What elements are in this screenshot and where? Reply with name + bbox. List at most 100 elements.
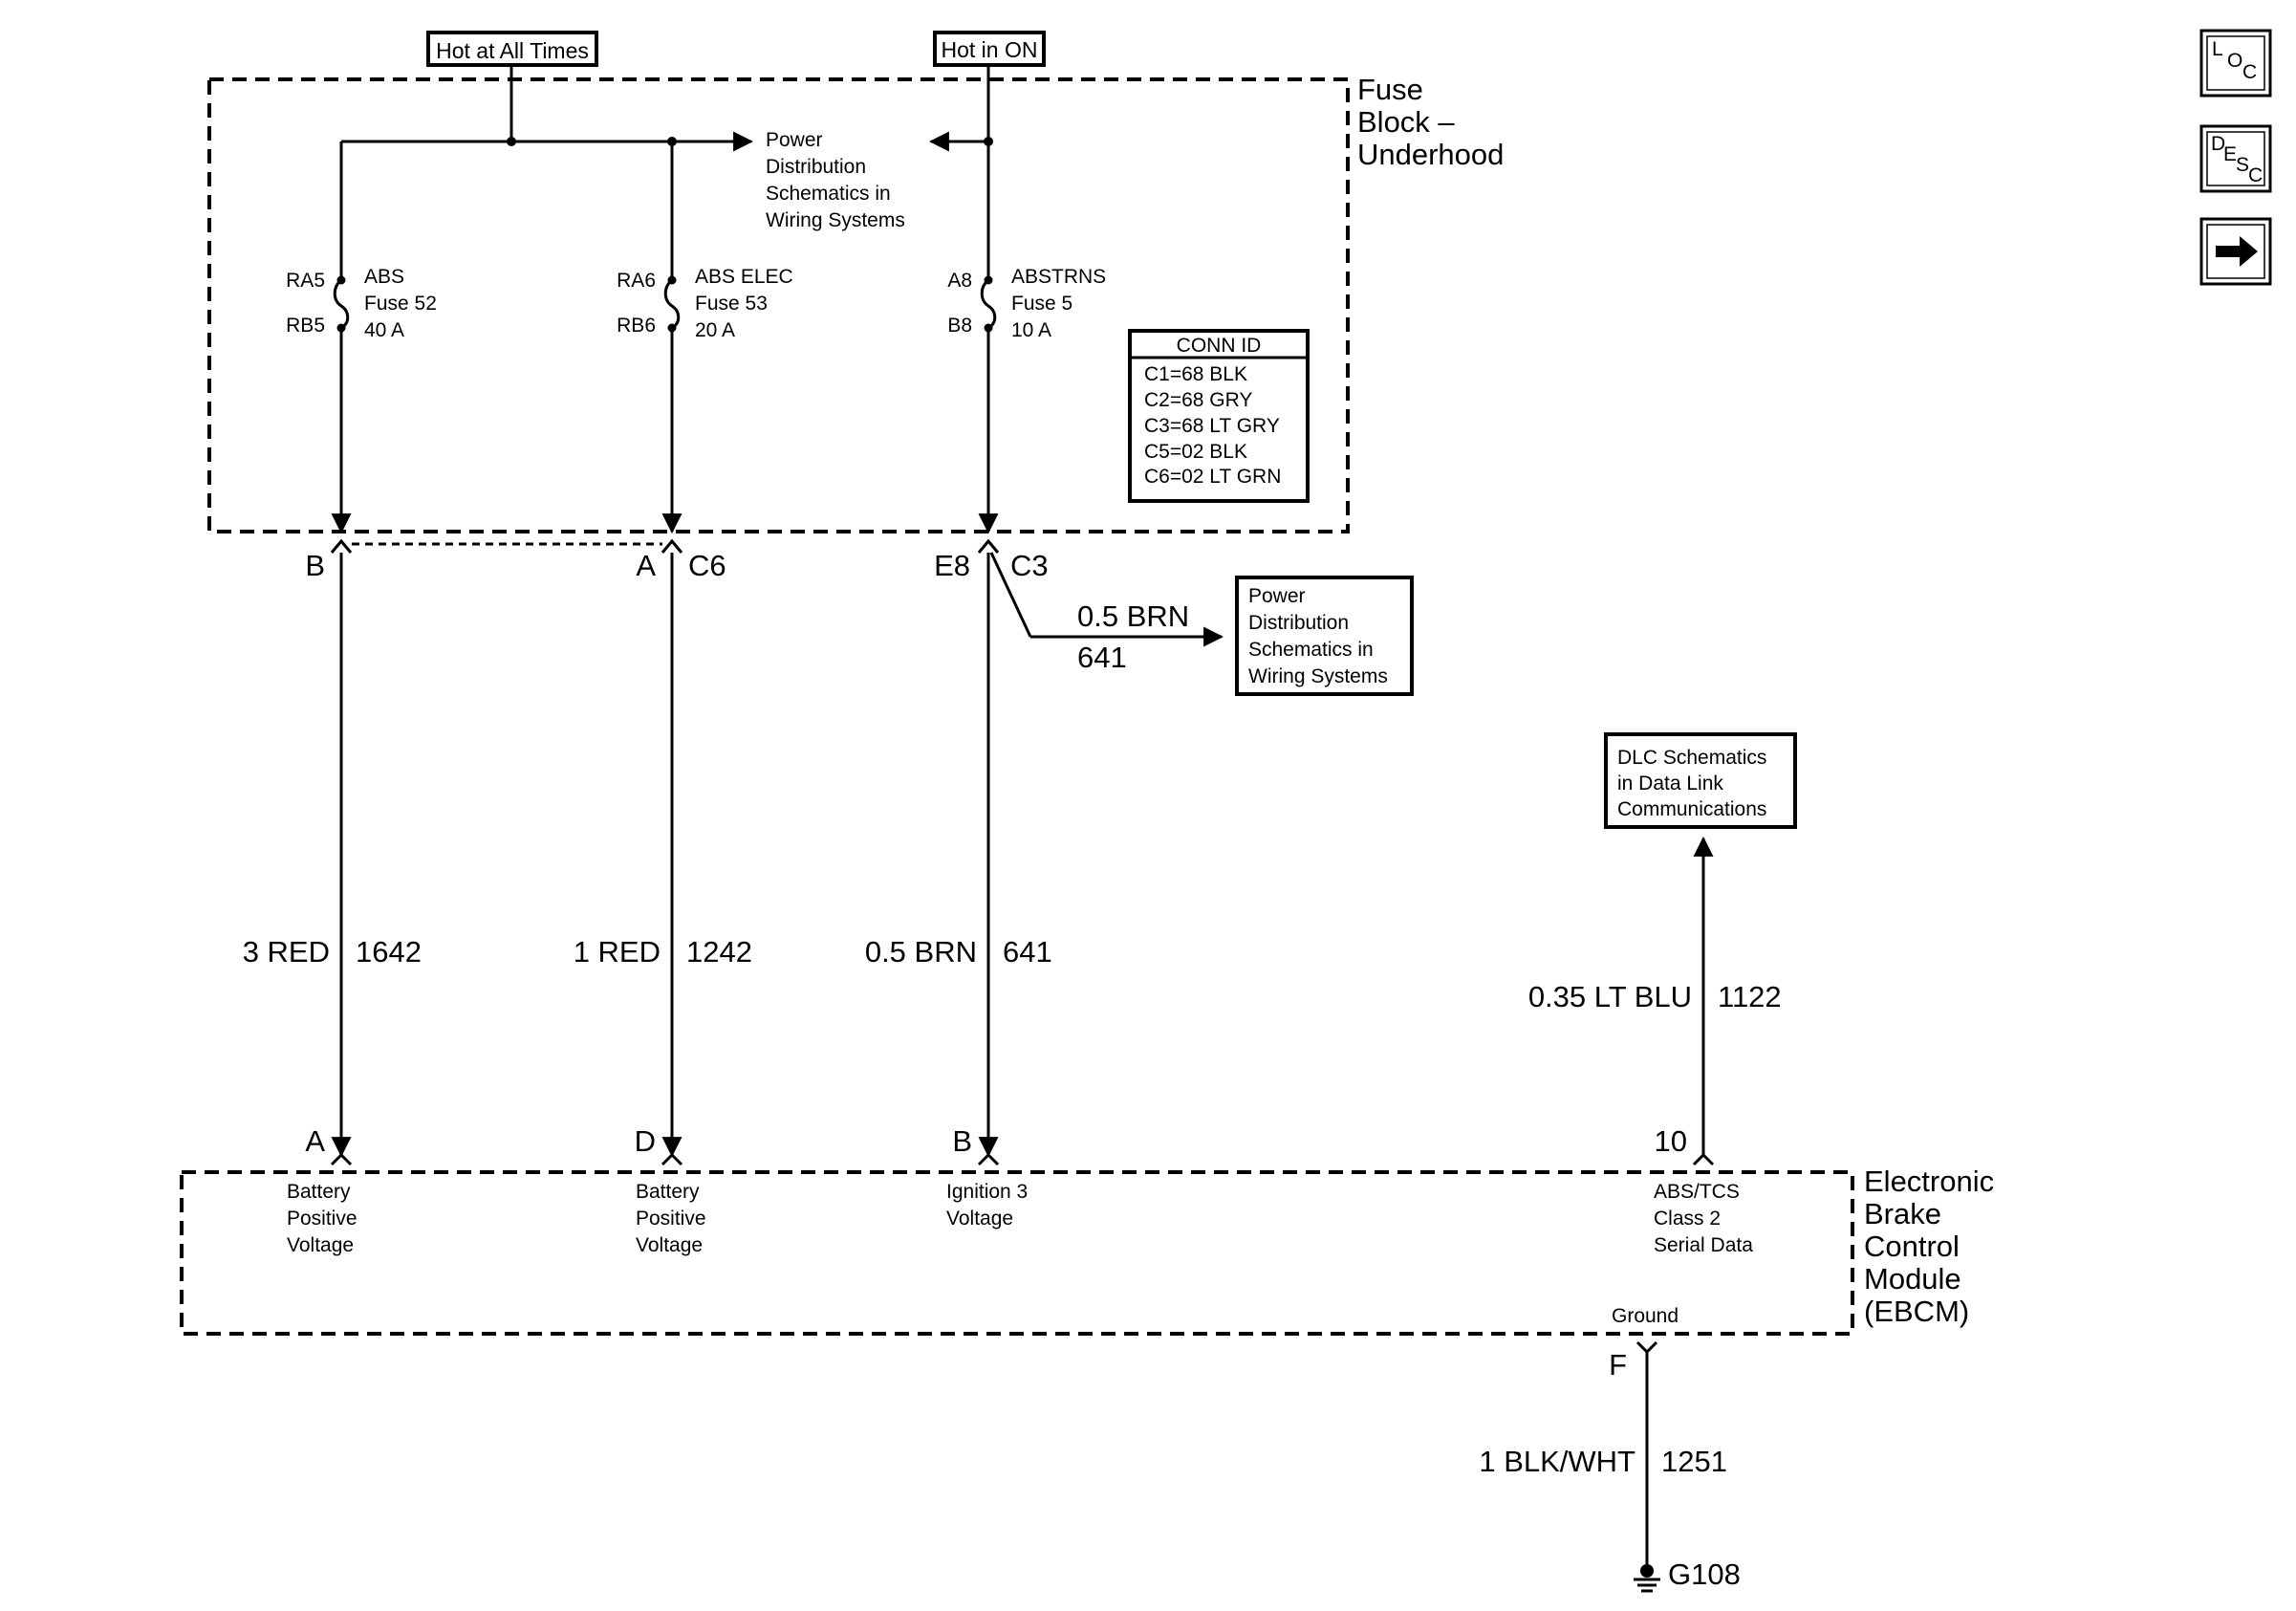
connector-symbol [330, 538, 353, 554]
harness-wires: 3 RED 1642 1 RED 1242 0.5 BRN 641 0.35 L… [243, 553, 1782, 1158]
desc-letter: E [2223, 143, 2237, 165]
power-dist-line-1: Power [766, 129, 823, 151]
branch-power-distribution: 0.5 BRN 641 Power Distribution Schematic… [989, 552, 1414, 696]
fuse-name: ABS ELEC [695, 266, 793, 288]
ground-point-label: G108 [1668, 1557, 1741, 1591]
fuse-output-terminal: B8 [947, 315, 972, 337]
ebcm-pin-desc: Voltage [287, 1234, 354, 1256]
fuse-rating: 20 A [695, 319, 735, 341]
ebcm-title-line: Control [1864, 1230, 1960, 1263]
fuse-name: ABSTRNS [1011, 266, 1106, 288]
connector-symbol [330, 1152, 353, 1166]
dlc-line: Communications [1617, 798, 1766, 820]
fuse-input-terminal: RA6 [617, 270, 656, 292]
fuse-53: RA6 RB6 ABS ELEC Fuse 53 20 A [617, 142, 793, 534]
fuse-block-title-line-2: Block – [1357, 105, 1455, 139]
ground-icon [1634, 1564, 1660, 1593]
ebcm-pin-label: A [305, 1124, 325, 1158]
desc-letter: S [2236, 154, 2249, 176]
wire-color-label: 1 RED [574, 935, 661, 969]
wire-circuit-label: 1251 [1661, 1445, 1727, 1478]
conn-id-row: C2=68 GRY [1144, 389, 1252, 411]
ebcm-pin-desc: Battery [636, 1181, 700, 1203]
hot-at-all-times-label: Hot at All Times [436, 38, 589, 63]
ebcm-pin-desc: Ignition 3 [946, 1181, 1028, 1203]
conn-id-row: C6=02 LT GRN [1144, 466, 1281, 488]
ebcm-pin-desc: Positive [287, 1208, 357, 1230]
desc-letter: D [2211, 133, 2225, 155]
ground-circuit: F 1 BLK/WHT 1251 G108 [1479, 1340, 1741, 1593]
fuse-symbol [980, 278, 997, 330]
connector-symbol [977, 1152, 1000, 1166]
connector-pin-label: A [636, 549, 656, 582]
branch-dest-line: Power [1248, 585, 1306, 607]
dlc-line: in Data Link [1617, 773, 1723, 795]
fuse-input-terminal: A8 [947, 270, 972, 292]
fuse-symbol [333, 278, 350, 330]
wire-circuit-label: 1242 [686, 935, 752, 969]
wire-circuit-label: 641 [1003, 935, 1052, 969]
wire-color-label: 3 RED [243, 935, 330, 969]
ebcm-pin-desc: Voltage [946, 1208, 1013, 1230]
fuse-rating: 40 A [364, 319, 404, 341]
branch-dest-line: Wiring Systems [1248, 665, 1388, 687]
power-dist-line-2: Distribution [766, 156, 866, 178]
fuse-number: Fuse 5 [1011, 293, 1072, 315]
ebcm-pin-desc: Serial Data [1654, 1234, 1753, 1256]
fuse-symbol [663, 278, 681, 330]
conn-id-row: C1=68 BLK [1144, 363, 1247, 385]
conn-id-row: C3=68 LT GRY [1144, 415, 1280, 437]
ebcm-pin-desc: Class 2 [1654, 1208, 1721, 1230]
connector-symbol [1692, 1152, 1715, 1166]
ebcm-title-line: Module [1864, 1262, 1961, 1295]
connector-symbol [661, 538, 683, 554]
wire-circuit-label: 1122 [1718, 980, 1782, 1013]
branch-dest-line: Distribution [1248, 612, 1349, 634]
loc-letter: O [2227, 50, 2242, 72]
conn-id-row: C5=02 BLK [1144, 441, 1247, 463]
connector-symbol [977, 538, 1000, 554]
connector-id-label: C6 [688, 549, 726, 582]
arrow-right-icon [2216, 236, 2258, 267]
branch-dest-line: Schematics in [1248, 639, 1374, 661]
connector-pin-label: E8 [934, 549, 970, 582]
power-dist-line-4: Wiring Systems [766, 209, 905, 231]
fuse-5: A8 B8 ABSTRNS Fuse 5 10 A [947, 142, 1106, 534]
fuse-input-terminal: RA5 [286, 270, 325, 292]
ebcm-outline [180, 1170, 1854, 1336]
ebcm-pin-label: 10 [1655, 1124, 1687, 1158]
conn-id-title: CONN ID [1177, 335, 1262, 357]
dlc-line: DLC Schematics [1617, 747, 1766, 769]
ebcm-pin-label: D [635, 1124, 656, 1158]
splice-point [507, 137, 516, 146]
ebcm-pin-desc: Battery [287, 1181, 351, 1203]
ebcm-pin-desc: Voltage [636, 1234, 703, 1256]
fuse-block-title-line-3: Underhood [1357, 138, 1504, 171]
fuse-number: Fuse 52 [364, 293, 437, 315]
fuse-output-terminal: RB6 [617, 315, 656, 337]
wire-color-label: 1 BLK/WHT [1479, 1445, 1635, 1478]
dlc-schematics-box: DLC Schematics in Data Link Communicatio… [1604, 732, 1797, 829]
ebcm-title-line: (EBCM) [1864, 1295, 1969, 1328]
loc-button[interactable]: L O C [2199, 29, 2272, 98]
fuse-block-outline [207, 77, 1350, 533]
hot-at-all-times-box [426, 31, 598, 67]
fuse-name: ABS [364, 266, 404, 288]
desc-button[interactable]: D E S C [2199, 124, 2272, 193]
connector-symbol [661, 1152, 683, 1166]
fuse-block-underhood: Fuse Block – Underhood Hot at All Times … [207, 31, 1504, 534]
ebcm-title-line: Brake [1864, 1197, 1941, 1230]
connector-pin-label: B [305, 549, 325, 582]
fuse-52: RA5 RB5 ABS Fuse 52 40 A [286, 142, 437, 534]
fuse-number: Fuse 53 [695, 293, 768, 315]
hot-in-on-label: Hot in ON [942, 37, 1038, 62]
branch-wire-color: 0.5 BRN [1077, 599, 1189, 633]
ebcm-module: Electronic Brake Control Module (EBCM) A… [180, 1124, 1994, 1336]
connector-id-label: C3 [1010, 549, 1049, 582]
ebcm-title-line: Electronic [1864, 1165, 1994, 1198]
loc-letter: L [2212, 38, 2223, 60]
branch-circuit: 641 [1077, 641, 1127, 674]
ebcm-ground-label: Ground [1612, 1305, 1679, 1327]
next-button[interactable] [2199, 217, 2272, 286]
